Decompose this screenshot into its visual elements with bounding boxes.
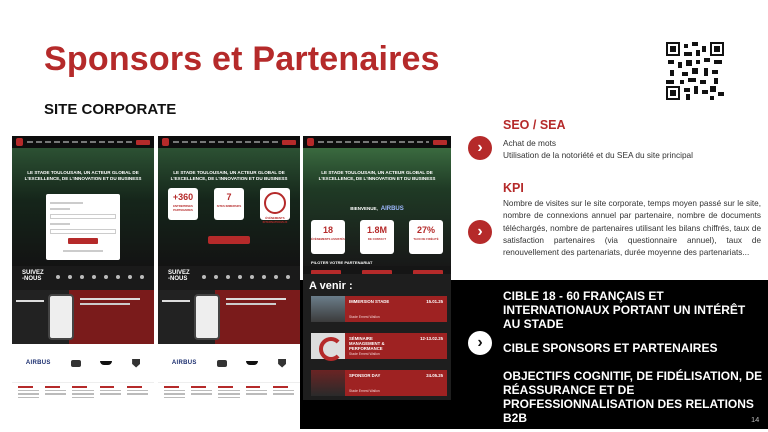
target-general-public: CIBLE 18 - 60 FRANÇAIS ET INTERNATIONAUX… [503, 289, 746, 332]
login-card [46, 194, 120, 260]
sponsor-airbus: AIRBUS [171, 360, 197, 366]
kpi-card: 27%TAUX DE FIDÉLITÉ [409, 220, 443, 254]
slide-title: Sponsors et Partenaires [44, 40, 440, 78]
kpi-heading: KPI [503, 181, 524, 195]
sponsor-logos: AIRBUS [12, 344, 154, 382]
site-nav [158, 136, 300, 148]
follow-us-label: SUIVEZ -NOUS [22, 270, 44, 283]
hero-button [208, 236, 250, 244]
chevron-right-icon: › [468, 331, 492, 355]
event-card: SÉMINAIRE MANAGEMENT & PERFORMANCE 12-13… [311, 333, 447, 361]
app-promo [158, 290, 300, 344]
sponsor-logo-icon [216, 359, 227, 367]
badge-icon [264, 192, 286, 214]
sponsor-logo-icon [70, 359, 81, 367]
stat-card: ÉVÈNEMENTS INTERNATIONAUX [260, 188, 290, 224]
club-logo-icon [307, 138, 314, 146]
site-footer [158, 382, 300, 400]
chevron-right-icon: › [468, 136, 492, 160]
sponsor-logos: AIRBUS [158, 344, 300, 382]
chevron-right-icon: › [468, 220, 492, 244]
site-nav [12, 136, 154, 148]
event-card: IMMERSION STADE 15.01.25 Stade Ernest Wa… [311, 296, 447, 322]
page-number: 14 [751, 415, 760, 424]
sponsor-swoosh-icon [246, 361, 259, 365]
seo-text: Achat de mots Utilisation de la notoriét… [503, 138, 694, 161]
social-icons [56, 275, 144, 279]
site-footer [12, 382, 154, 400]
target-objectives: OBJECTIFS COGNITIF, DE FIDÉLISATION, DE … [503, 369, 763, 426]
kpi-text: Nombre de visites sur le site corporate,… [503, 199, 761, 258]
sponsor-shield-icon [278, 358, 287, 368]
site-nav [303, 136, 451, 148]
club-logo-icon [16, 138, 23, 146]
sponsor-swoosh-icon [100, 361, 113, 365]
sponsor-airbus: AIRBUS [25, 360, 51, 366]
pilot-label: PILOTER VOTRE PARTENARIAT [311, 260, 373, 265]
hero-section: LE STADE TOULOUSAIN, UN ACTEUR GLOBAL DE… [158, 148, 300, 266]
sponsor-shield-icon [132, 358, 141, 368]
qr-code-icon [666, 42, 724, 100]
target-sponsors: CIBLE SPONSORS ET PARTENAIRES [503, 341, 718, 355]
app-promo [12, 290, 154, 344]
hero-title: LE STADE TOULOUSAIN, UN ACTEUR GLOBAL DE… [24, 170, 142, 181]
follow-us-label: SUIVEZ -NOUS [168, 270, 190, 283]
welcome-line: BIENVENUE,AIRBUS [350, 206, 404, 212]
hero-title: LE STADE TOULOUSAIN, UN ACTEUR GLOBAL DE… [318, 170, 436, 181]
event-card: SPONSOR DAY 24.05.25 Stade Ernest Wallon [311, 370, 447, 396]
screenshot-login-page: LE STADE TOULOUSAIN, UN ACTEUR GLOBAL DE… [12, 136, 154, 400]
slide-subtitle: SITE CORPORATE [44, 101, 177, 118]
login-button [68, 238, 98, 244]
hero-section: LE STADE TOULOUSAIN, UN ACTEUR GLOBAL DE… [12, 148, 154, 266]
phone-icon [48, 294, 74, 340]
club-logo-icon [162, 138, 169, 146]
phone-icon [194, 294, 220, 340]
upcoming-events-panel: A venir : IMMERSION STADE 15.01.25 Stade… [303, 274, 451, 400]
upcoming-title: A venir : [309, 280, 353, 292]
screenshot-stats-page: LE STADE TOULOUSAIN, UN ACTEUR GLOBAL DE… [158, 136, 300, 400]
seo-heading: SEO / SEA [503, 118, 566, 132]
hero-title: LE STADE TOULOUSAIN, UN ACTEUR GLOBAL DE… [170, 170, 288, 181]
social-icons [202, 275, 290, 279]
